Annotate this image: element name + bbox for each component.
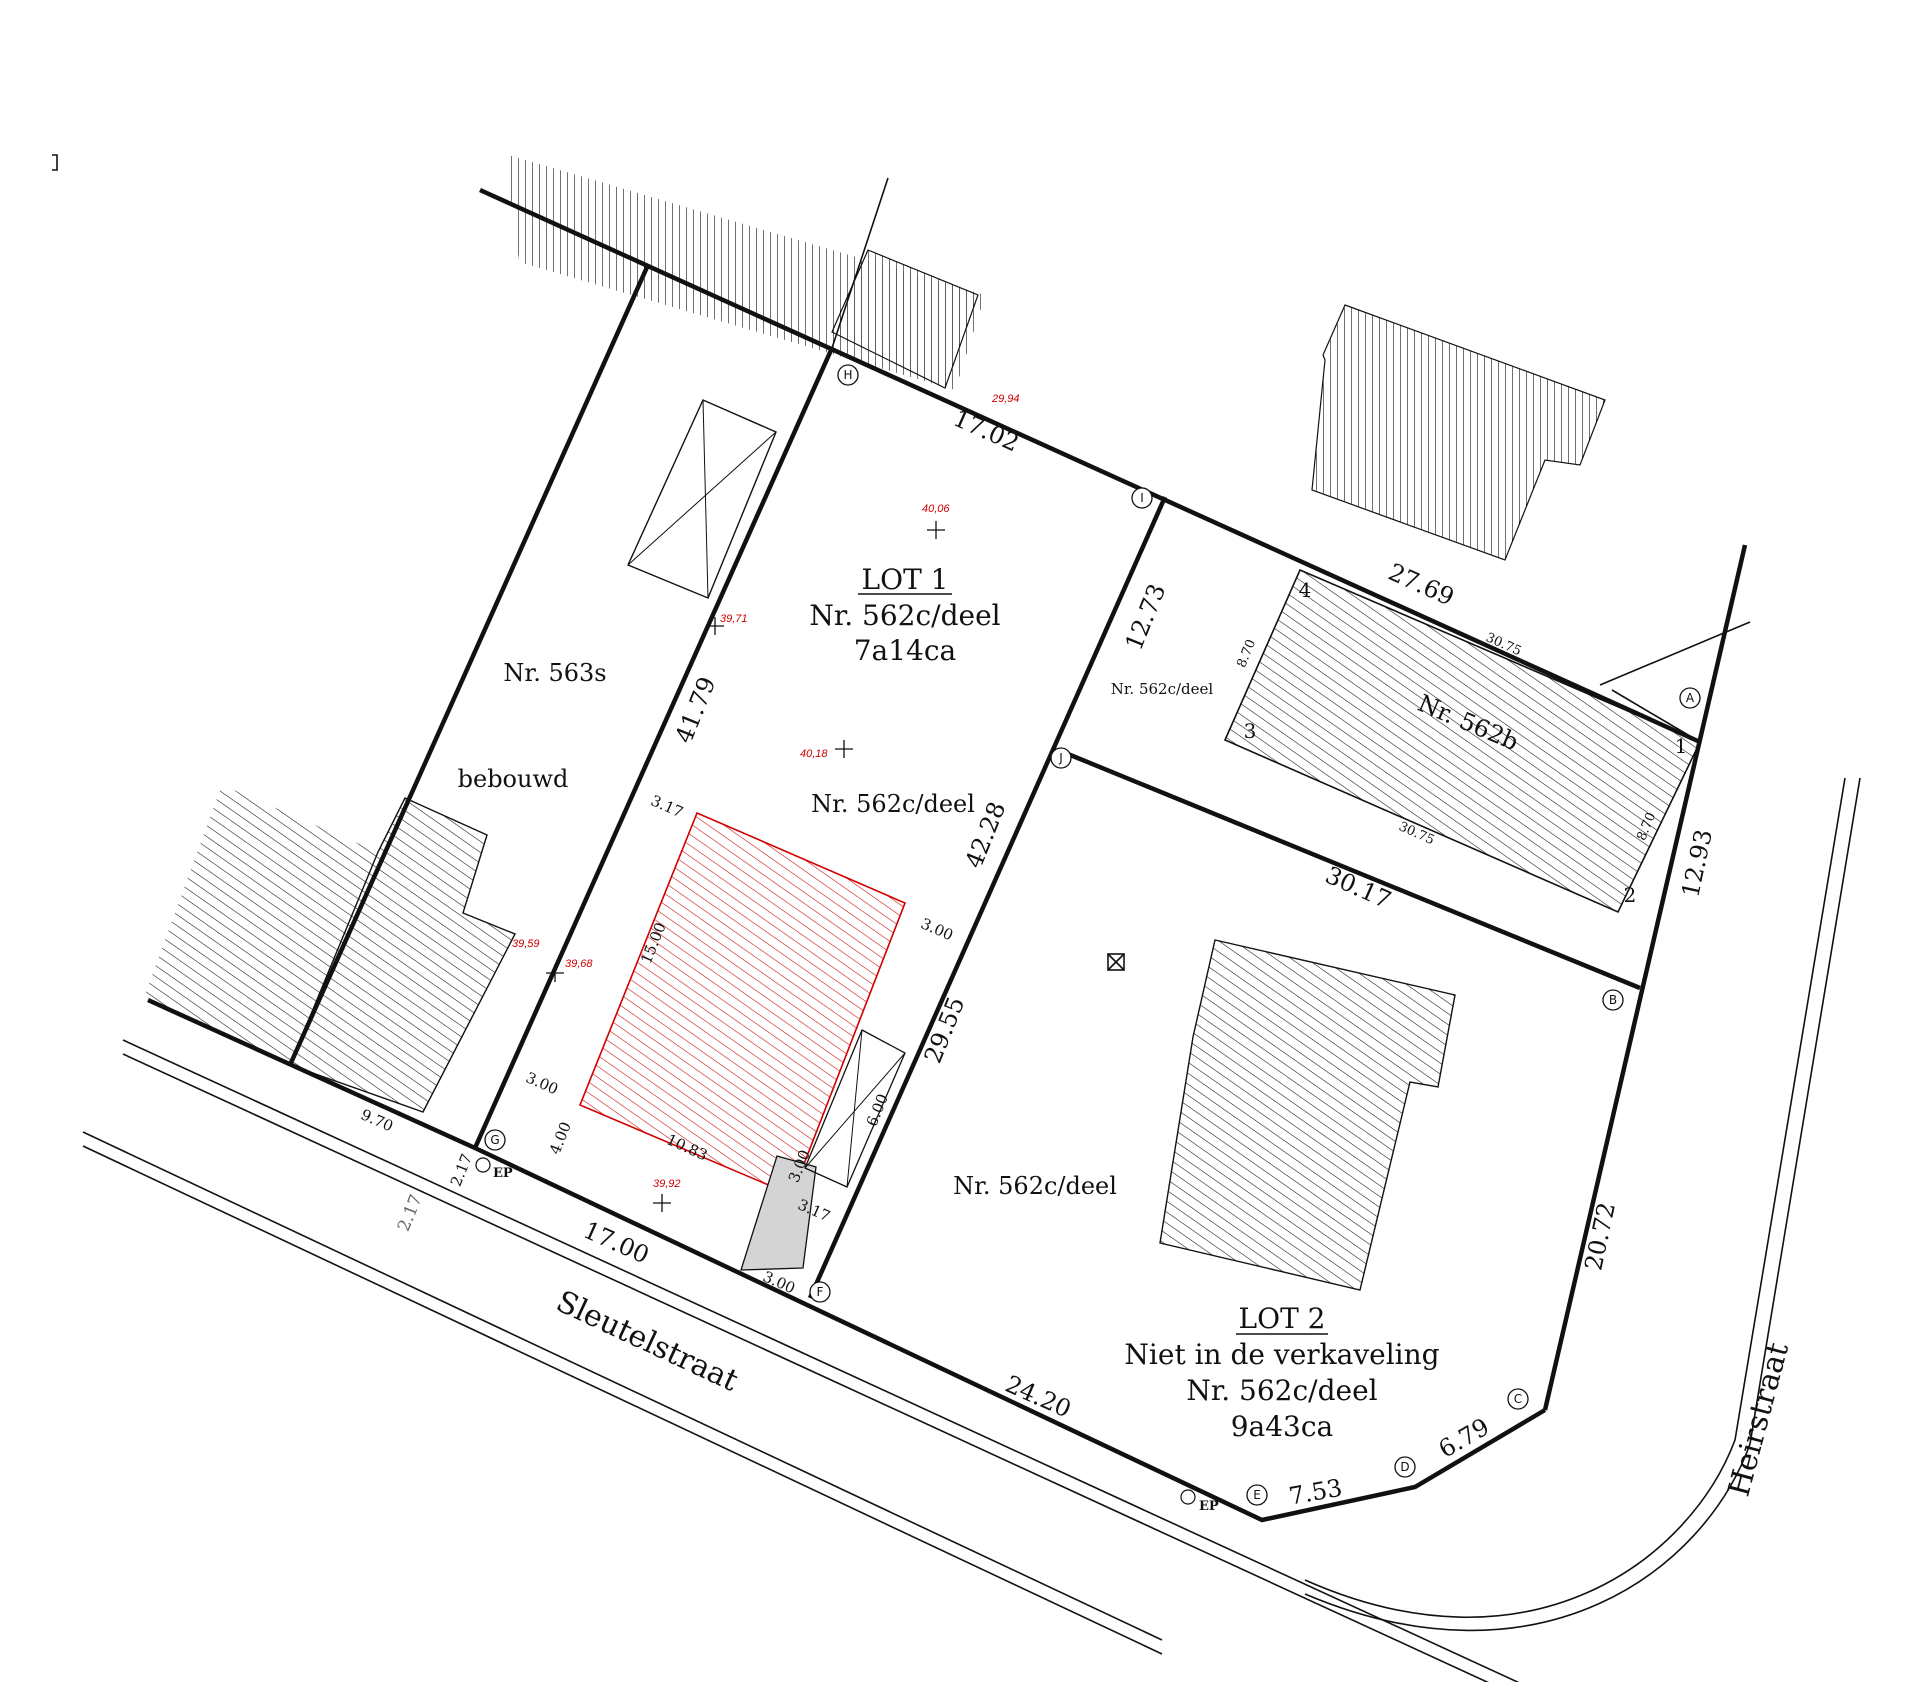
point-I: I <box>1131 487 1153 509</box>
point-C: C <box>1507 1388 1529 1410</box>
dim-1702: 17.02 <box>949 404 1023 458</box>
svg-text:B: B <box>1609 993 1617 1007</box>
parcel-563s-label: Nr. 563s <box>503 659 606 687</box>
svg-text:E: E <box>1253 1488 1261 1502</box>
ep-marker-2: EP <box>1180 1489 1219 1514</box>
ep-marker-1: EP <box>475 1157 513 1181</box>
point-J: J <box>1050 747 1072 769</box>
building-lot2 <box>1159 939 1456 1291</box>
annex-cross-2 <box>627 431 777 566</box>
dim-1700: 17.00 <box>579 1216 653 1270</box>
lot2-subtitle: Niet in de verkaveling <box>1124 1338 1439 1371</box>
lot2-title: LOT 2 <box>1239 1302 1326 1335</box>
building-562b <box>1223 568 1702 914</box>
elev-2994: 29,94 <box>991 393 1020 405</box>
parcel-562c-lot1-label: Nr. 562c/deel <box>811 790 975 818</box>
elev-4018: 40,18 <box>800 748 828 760</box>
elevation-marks: 29,94 40,06 39,71 40,18 39,59 39,68 39,9… <box>512 393 1020 1212</box>
elev-3968: 39,68 <box>565 958 593 970</box>
svg-text:G: G <box>490 1133 499 1147</box>
lot1-area: 7a14ca <box>854 634 957 667</box>
planned-building-lot1 <box>578 811 907 1197</box>
parcel-562c-lot2-label: Nr. 562c/deel <box>953 1172 1117 1200</box>
dim-217b: 2.17 <box>394 1192 427 1235</box>
elev-4006: 40,06 <box>922 503 950 515</box>
bdim-300b: 3.00 <box>523 1068 561 1098</box>
annex-cross-1 <box>702 399 709 599</box>
neighbour-building-top-right <box>1311 304 1606 561</box>
corner-3: 3 <box>1244 719 1257 743</box>
dim-4179: 41.79 <box>670 673 722 747</box>
svg-text:C: C <box>1514 1392 1522 1406</box>
elev-3959: 39,59 <box>512 938 540 950</box>
point-H: H <box>837 364 859 386</box>
lot2-area: 9a43ca <box>1231 1410 1334 1443</box>
lot1-title: LOT 1 <box>862 563 949 596</box>
bdim-317a: 3.17 <box>648 791 686 821</box>
neighbour-building-top-middle <box>831 249 979 389</box>
point-A: A <box>1679 687 1701 709</box>
bebouwd-label: bebouwd <box>458 765 569 793</box>
dim-1293: 12.93 <box>1676 827 1718 900</box>
street-edges <box>82 777 1861 1682</box>
bdim-400: 4.00 <box>546 1119 575 1157</box>
svg-text:H: H <box>843 368 852 382</box>
survey-marker-icon <box>1107 953 1125 971</box>
bdim-300a: 3.00 <box>918 914 956 944</box>
svg-text:J: J <box>1058 751 1063 765</box>
corner-4: 4 <box>1299 578 1312 602</box>
lot1-parcel: Nr. 562c/deel <box>809 599 1000 632</box>
svg-text:A: A <box>1686 691 1695 705</box>
street-heirstraat: Heirstraat <box>1722 1339 1797 1500</box>
dim-217a: 2.17 <box>447 1151 476 1189</box>
elev-3971: 39,71 <box>720 613 748 625</box>
point-B: B <box>1602 989 1624 1011</box>
svg-text:D: D <box>1400 1460 1409 1474</box>
point-E: E <box>1246 1484 1268 1506</box>
dim-1273: 12.73 <box>1120 580 1172 654</box>
carport-cross-2 <box>804 1052 906 1169</box>
point-D: D <box>1394 1456 1416 1478</box>
point-F: F <box>809 1281 831 1303</box>
stray-mark <box>52 154 58 171</box>
sdim-870a: 8.70 <box>1234 637 1259 669</box>
elev-3992: 39,92 <box>653 1178 681 1190</box>
corner-2: 2 <box>1624 883 1637 907</box>
dim-2072: 20.72 <box>1579 1200 1621 1273</box>
svg-text:I: I <box>1140 491 1144 505</box>
parcel-boundaries <box>147 177 1751 1523</box>
svg-text:F: F <box>817 1285 824 1299</box>
parcel-562c-small-label: Nr. 562c/deel <box>1111 680 1214 698</box>
neighbour-building-left <box>143 785 378 1065</box>
corner-1: 1 <box>1675 734 1688 758</box>
point-G: G <box>484 1129 506 1151</box>
driveway <box>740 1155 817 1271</box>
svg-text:EP: EP <box>1199 1499 1219 1514</box>
street-sleutelstraat: Sleutelstraat <box>551 1284 744 1399</box>
carport-cross-1 <box>846 1029 863 1188</box>
lot2-parcel: Nr. 562c/deel <box>1186 1374 1377 1407</box>
svg-text:EP: EP <box>493 1166 513 1181</box>
dim-3017: 30.17 <box>1321 861 1395 915</box>
building-563s <box>289 797 516 1113</box>
